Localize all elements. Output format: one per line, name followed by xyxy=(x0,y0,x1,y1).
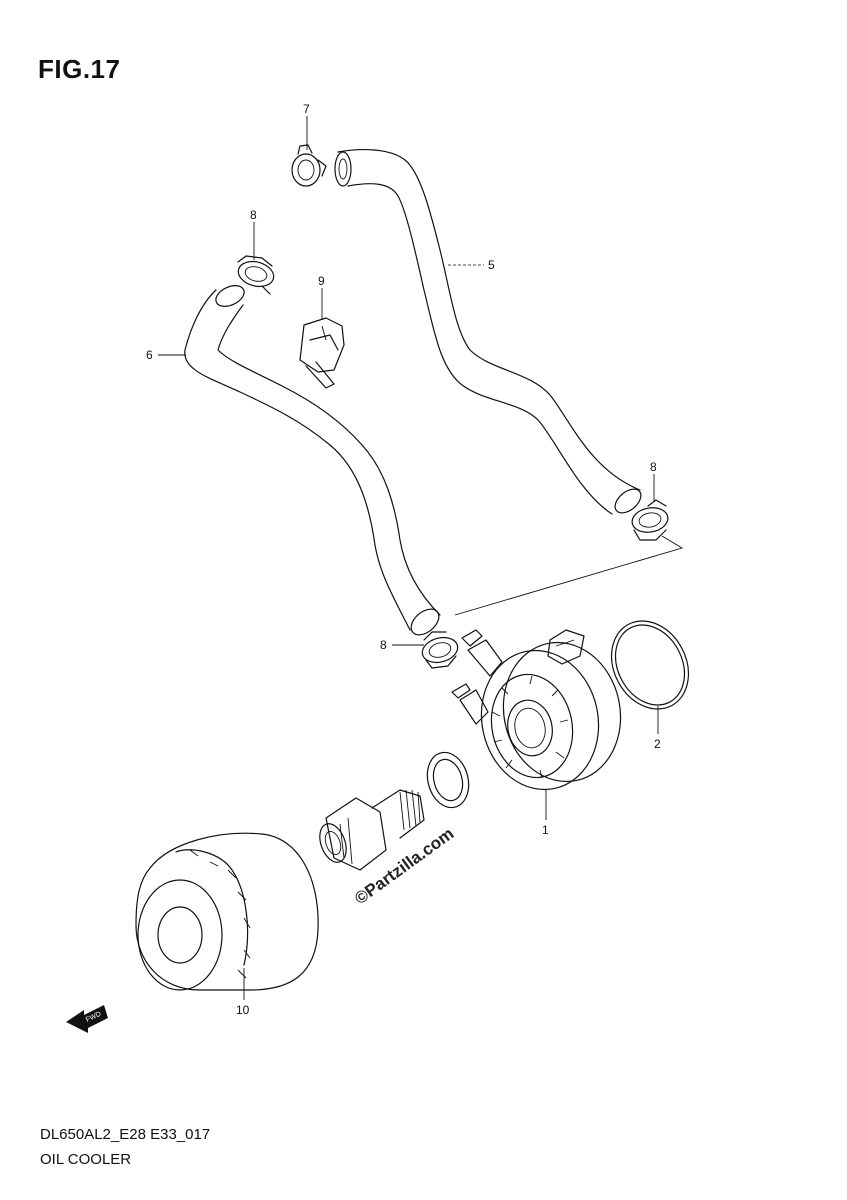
fwd-arrow-icon: FWD xyxy=(66,1005,108,1033)
callout-10[interactable]: 10 xyxy=(236,1003,250,1017)
callout-1[interactable]: 1 xyxy=(542,823,549,837)
o-ring[interactable] xyxy=(597,607,704,722)
routing-line xyxy=(454,535,684,616)
oil-filter[interactable] xyxy=(135,832,319,991)
hose-clamp-7[interactable] xyxy=(291,144,327,187)
callout-7[interactable]: 7 xyxy=(303,102,310,116)
figure-title: FIG.17 xyxy=(38,54,121,84)
union-bolt[interactable] xyxy=(315,789,425,871)
callout-8-lower[interactable]: 8 xyxy=(380,638,387,652)
hose-clamp-8-lower[interactable] xyxy=(420,631,461,669)
hose-upper[interactable] xyxy=(334,149,645,518)
callout-8-right[interactable]: 8 xyxy=(650,460,657,474)
leader-lines xyxy=(158,116,659,1000)
hose-lower[interactable] xyxy=(184,282,444,640)
hose-clamp-holder-9[interactable] xyxy=(299,317,345,389)
callout-6[interactable]: 6 xyxy=(146,348,153,362)
watermark: ©Partzilla.com xyxy=(351,824,457,908)
model-code: DL650AL2_E28 E33_017 xyxy=(40,1126,211,1143)
callout-5[interactable]: 5 xyxy=(488,258,495,272)
hose-clamp-8-right[interactable] xyxy=(630,499,670,541)
hose-clamp-8-top[interactable] xyxy=(236,255,277,295)
callout-2[interactable]: 2 xyxy=(654,737,661,751)
gasket-washer[interactable] xyxy=(421,748,474,812)
oil-cooler[interactable] xyxy=(451,629,633,801)
callout-8-top[interactable]: 8 xyxy=(250,208,257,222)
section-name: OIL COOLER xyxy=(40,1151,132,1168)
callout-9[interactable]: 9 xyxy=(318,274,325,288)
